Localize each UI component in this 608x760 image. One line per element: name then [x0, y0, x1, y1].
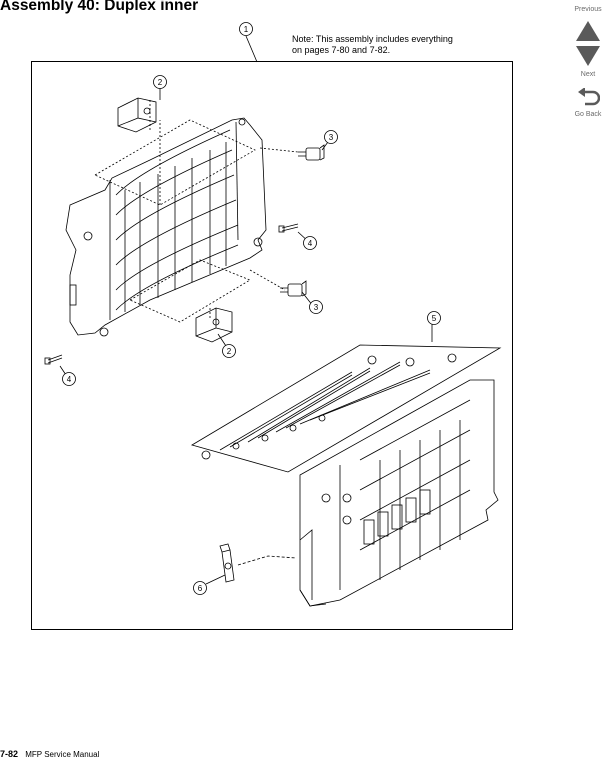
latch-part-upper: [298, 144, 325, 161]
assembly-note: Note: This assembly includes everything …: [292, 34, 453, 56]
callout-2-upper: [153, 75, 167, 89]
callout-1: [239, 22, 253, 36]
callout-label: 6: [198, 584, 203, 593]
go-back-icon[interactable]: [578, 88, 600, 106]
callout-2-lower: [222, 344, 236, 358]
go-back-label[interactable]: Go Back: [574, 111, 602, 118]
callout-5: [427, 311, 441, 325]
callout-label: 5: [432, 314, 437, 323]
callout-3-upper: [324, 130, 338, 144]
next-label[interactable]: Next: [580, 71, 596, 78]
latch-part-lower: [280, 280, 307, 297]
next-arrow-icon: [576, 46, 600, 66]
roller-kit: [190, 344, 502, 473]
note-line-2: on pages 7-80 and 7-82.: [292, 45, 391, 55]
screw-part-upper: [278, 223, 299, 233]
duplex-lower-frame: [299, 379, 499, 607]
note-line-1: Note: This assembly includes everything: [292, 34, 453, 44]
page-footer: 7-82 MFP Service Manual: [0, 749, 99, 759]
screw-part-lower: [44, 354, 63, 365]
callout-4-upper: [303, 236, 317, 250]
figure-frame: [31, 61, 513, 630]
callout-4-lower: [62, 372, 76, 386]
callout-label: 2: [158, 78, 163, 87]
previous-next-arrows-icon[interactable]: [576, 21, 600, 67]
page-title: Assembly 40: Duplex inner: [0, 0, 199, 14]
callout-label: 4: [67, 375, 72, 384]
clip-part-upper: [117, 97, 157, 133]
callout-label: 3: [314, 303, 319, 312]
callout-label: 1: [244, 25, 249, 34]
lever-part: [219, 543, 235, 583]
dashed-hidden-lines: [94, 100, 299, 323]
manual-title: MFP Service Manual: [25, 750, 100, 759]
previous-label[interactable]: Previous: [574, 6, 602, 13]
duplex-inner-guide: [65, 117, 267, 337]
callout-label: 3: [329, 133, 334, 142]
callout-6: [193, 581, 207, 595]
callout-label: 4: [308, 239, 313, 248]
callout-label: 2: [227, 347, 232, 356]
clip-part-lower: [195, 307, 233, 343]
callout-markers: [62, 22, 441, 595]
callout-3-lower: [309, 300, 323, 314]
previous-arrow-icon: [576, 21, 600, 41]
page-number: 7-82: [0, 749, 19, 759]
